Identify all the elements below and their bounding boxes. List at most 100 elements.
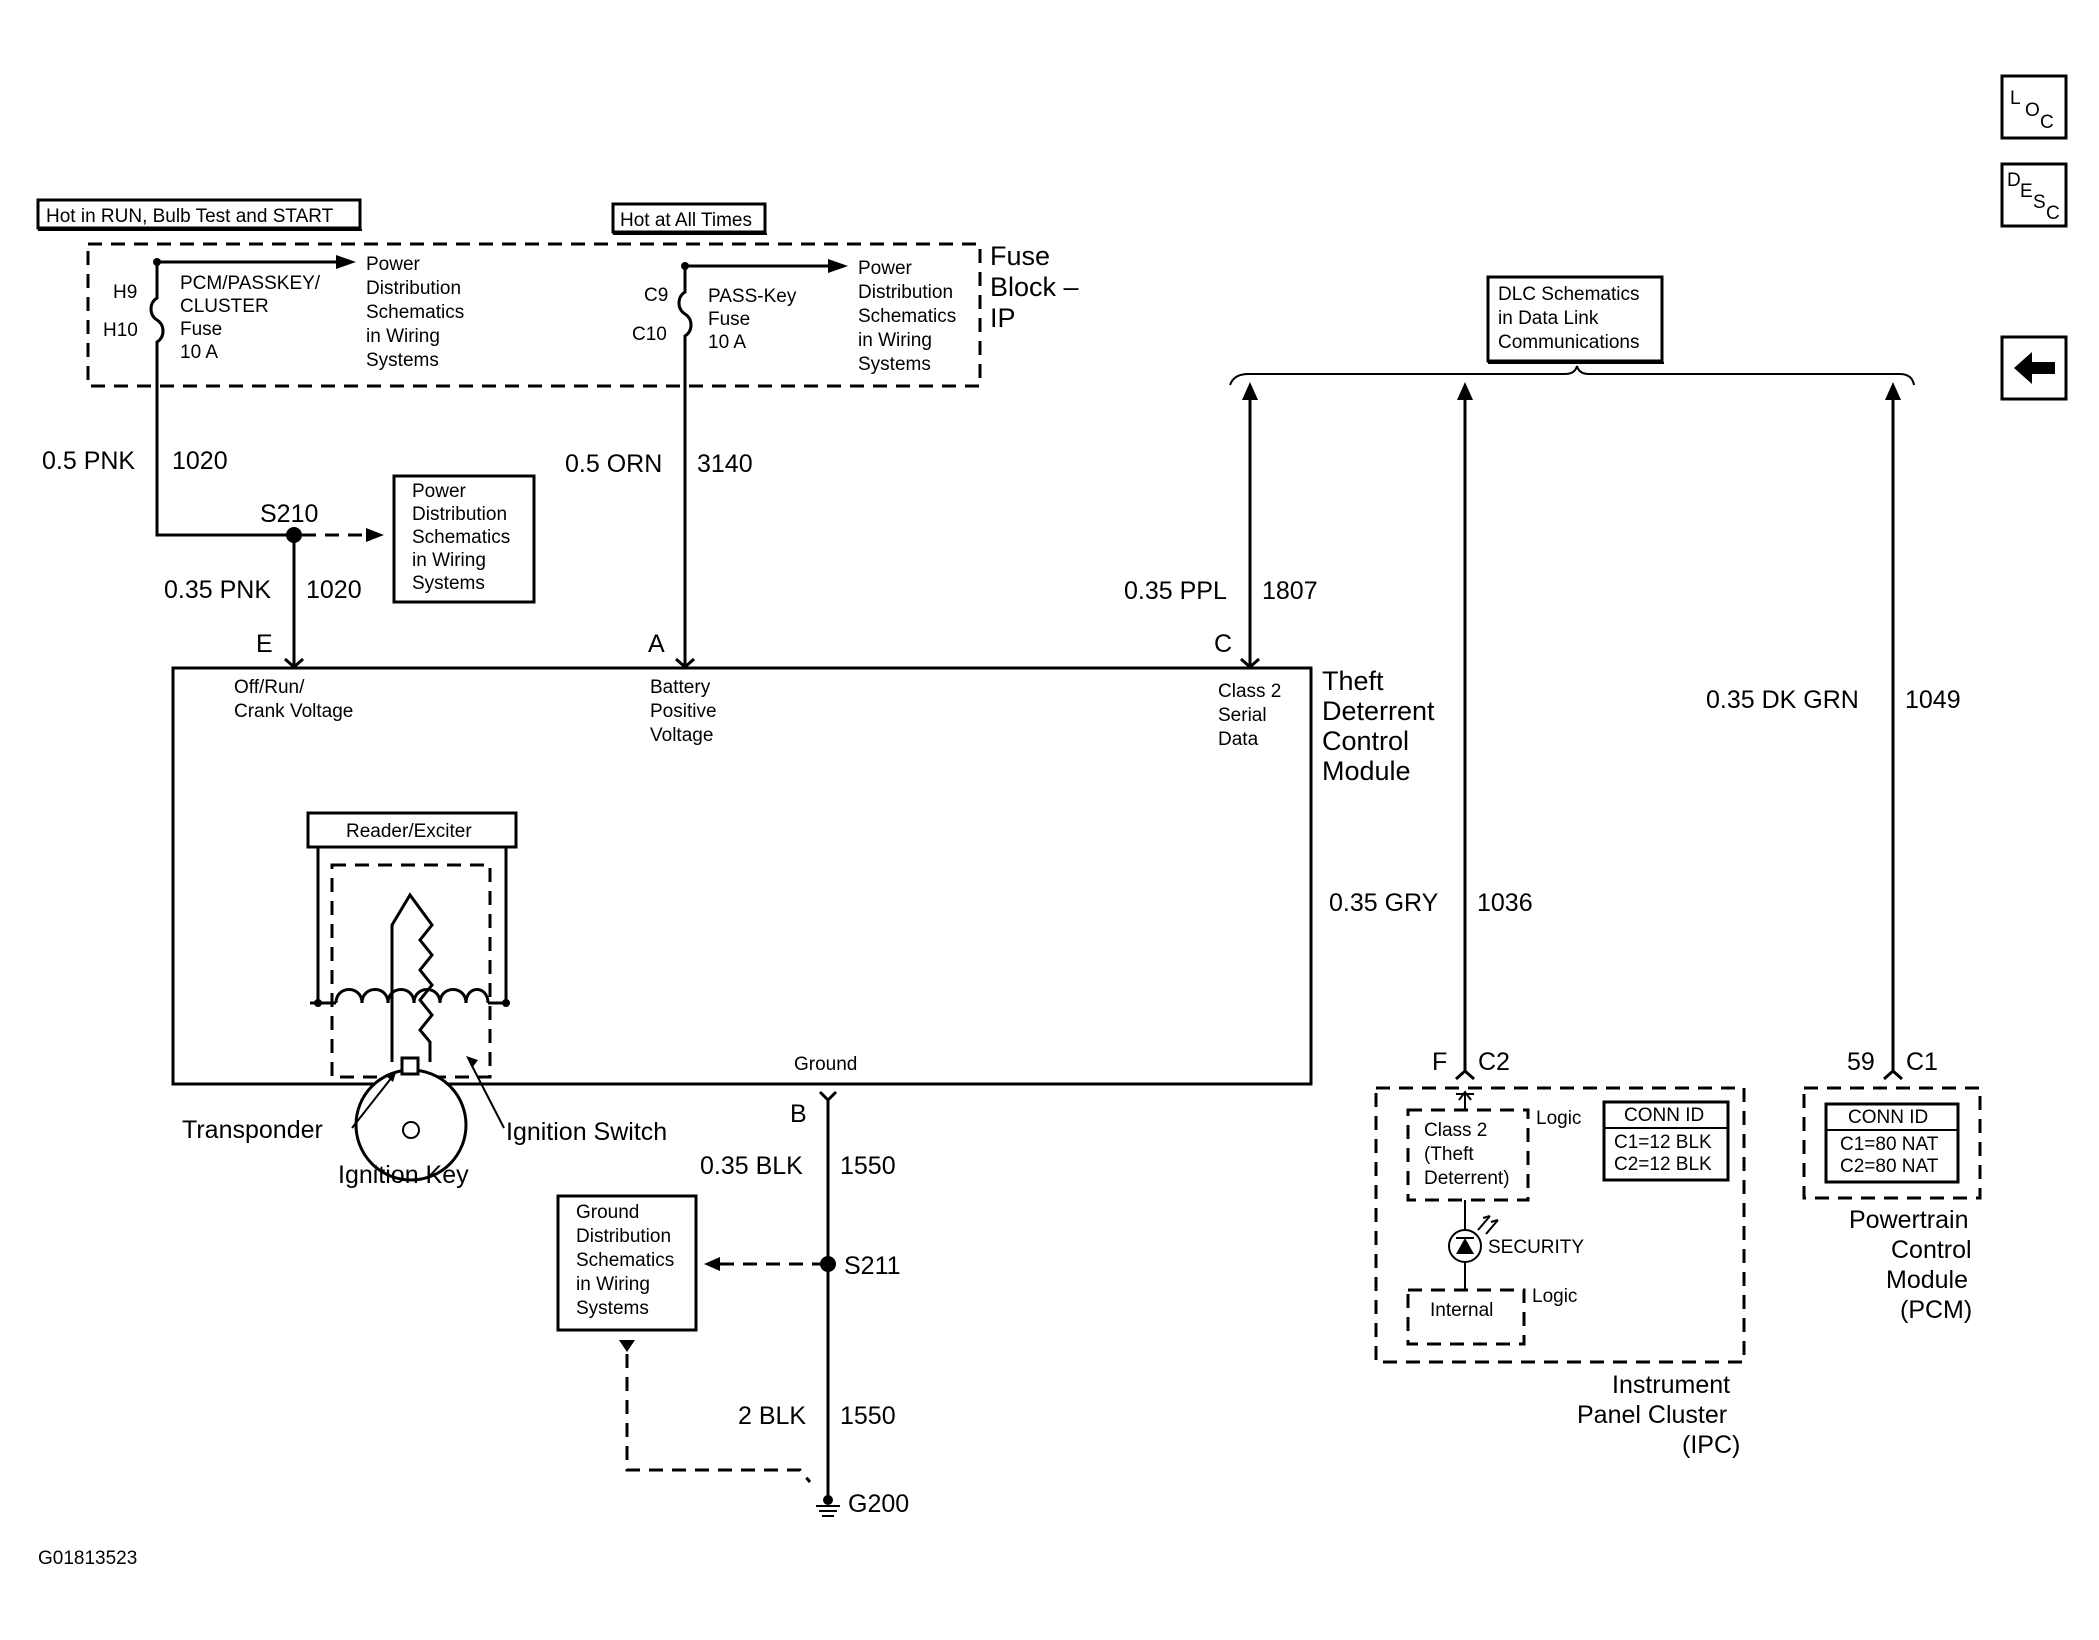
ignition-key xyxy=(354,892,468,1182)
module-ground-label: Ground xyxy=(794,1054,857,1075)
svg-text:Ground: Ground xyxy=(576,1202,639,1223)
desc-letter-e: E xyxy=(2020,181,2033,202)
pcm-conn-id: CONN ID C1=80 NAT C2=80 NAT xyxy=(1824,1102,1960,1184)
svg-text:(Theft: (Theft xyxy=(1424,1144,1474,1165)
svg-text:Control: Control xyxy=(1322,726,1409,756)
theft-deterrent-module xyxy=(171,666,1313,1086)
splice-s210-label: S210 xyxy=(260,500,318,528)
left-arrow-icon xyxy=(2014,352,2055,384)
wire-circuit-label: 1807 xyxy=(1262,577,1318,605)
arrow-down-icon xyxy=(619,1340,635,1352)
ignition-switch-label: Ignition Switch xyxy=(506,1118,667,1146)
splice-s211-label: S211 xyxy=(844,1252,901,1280)
ipc-logic-label: Logic xyxy=(1536,1108,1581,1129)
fuse-block-title: Fuse Block – IP xyxy=(990,241,1079,333)
svg-text:Deterrent: Deterrent xyxy=(1322,696,1435,726)
dlc-schematics-ref[interactable]: DLC Schematics in Data Link Communicatio… xyxy=(1486,275,1664,363)
hot-in-run-label: Hot in RUN, Bulb Test and START xyxy=(36,198,362,230)
svg-text:in Wiring: in Wiring xyxy=(366,326,440,347)
svg-text:C2=80 NAT: C2=80 NAT xyxy=(1840,1156,1939,1177)
wire-circuit-label: 1020 xyxy=(306,576,362,604)
svg-text:10 A: 10 A xyxy=(708,332,746,353)
svg-text:Fuse: Fuse xyxy=(708,309,750,330)
transponder-label: Transponder xyxy=(182,1116,323,1144)
fuse2-pin-c9: C9 xyxy=(644,285,668,306)
svg-text:Class 2: Class 2 xyxy=(1424,1120,1487,1141)
fuse1-pin-h9: H9 xyxy=(113,282,137,303)
svg-text:Block –: Block – xyxy=(990,272,1079,302)
pcm-title: Powertrain Control Module (PCM) xyxy=(1849,1206,1972,1324)
svg-text:Schematics: Schematics xyxy=(366,302,464,323)
power-distribution-ref-2[interactable]: Power Distribution Schematics in Wiring … xyxy=(858,258,956,375)
connector-pin-b xyxy=(818,1090,838,1103)
svg-text:Communications: Communications xyxy=(1498,332,1640,353)
back-button[interactable] xyxy=(2000,335,2068,401)
ground-g200-label: G200 xyxy=(848,1490,909,1518)
svg-text:Fuse: Fuse xyxy=(180,319,222,340)
svg-text:Battery: Battery xyxy=(650,677,711,698)
fuse2-label: PASS-Key Fuse 10 A xyxy=(708,286,797,353)
svg-text:Schematics: Schematics xyxy=(412,527,510,548)
svg-text:Serial: Serial xyxy=(1218,705,1267,726)
ignition-switch-leader xyxy=(469,1061,505,1129)
ipc-internal-logic: Internal xyxy=(1406,1288,1526,1346)
svg-text:in Wiring: in Wiring xyxy=(576,1274,650,1295)
wire-gauge-label: 0.35 GRY xyxy=(1329,889,1439,917)
reader-exciter: Reader/Exciter xyxy=(306,811,518,1079)
wire-gauge-label: 0.5 ORN xyxy=(565,450,662,478)
ignition-key-label: Ignition Key xyxy=(338,1161,469,1189)
loc-letter-c: C xyxy=(2040,112,2054,133)
pin-c-label: C xyxy=(1214,630,1232,658)
svg-text:Schematics: Schematics xyxy=(858,306,956,327)
arrow-left-icon xyxy=(704,1257,720,1271)
ipc-title: Instrument Panel Cluster (IPC) xyxy=(1577,1371,1740,1459)
svg-text:Powertrain: Powertrain xyxy=(1849,1206,1969,1234)
arrow-right-icon xyxy=(336,255,356,269)
wire-gauge-label: 0.35 BLK xyxy=(700,1152,803,1180)
desc-button[interactable]: D E S C xyxy=(2000,162,2068,228)
svg-text:Crank Voltage: Crank Voltage xyxy=(234,701,353,722)
svg-text:Data: Data xyxy=(1218,729,1259,750)
svg-text:PASS-Key: PASS-Key xyxy=(708,286,797,307)
connector-pin-59 xyxy=(1883,1068,1903,1081)
fuse-block-outline xyxy=(86,242,982,388)
svg-text:in Data Link: in Data Link xyxy=(1498,308,1599,329)
exciter-coil xyxy=(334,988,490,1004)
svg-text:DLC Schematics: DLC Schematics xyxy=(1498,284,1640,305)
arrow-right-icon xyxy=(828,259,848,273)
wire-circuit-label: 1049 xyxy=(1905,686,1961,714)
ground-distribution-ref[interactable]: Ground Distribution Schematics in Wiring… xyxy=(556,1194,698,1332)
wire-gauge-label: 0.35 DK GRN xyxy=(1706,686,1859,714)
svg-text:Voltage: Voltage xyxy=(650,725,713,746)
desc-letter-c: C xyxy=(2046,203,2060,224)
pin-e-label: E xyxy=(256,630,273,658)
pin-a-label: A xyxy=(648,630,665,658)
svg-text:Positive: Positive xyxy=(650,701,717,722)
arrow-up-icon xyxy=(1457,382,1473,400)
loc-button[interactable]: L O C xyxy=(2000,74,2068,140)
wire-circuit-label: 1020 xyxy=(172,447,228,475)
loc-letter-o: O xyxy=(2025,100,2040,121)
svg-text:(IPC): (IPC) xyxy=(1682,1431,1740,1459)
svg-text:Internal: Internal xyxy=(1430,1300,1493,1321)
svg-text:Distribution: Distribution xyxy=(576,1226,671,1247)
svg-text:Reader/Exciter: Reader/Exciter xyxy=(346,821,472,842)
svg-text:Theft: Theft xyxy=(1322,666,1384,696)
power-distribution-ref-1[interactable]: Power Distribution Schematics in Wiring … xyxy=(366,254,464,371)
svg-text:Distribution: Distribution xyxy=(412,504,507,525)
pin-c-description: Class 2 Serial Data xyxy=(1218,681,1281,750)
svg-text:Distribution: Distribution xyxy=(858,282,953,303)
wire-gauge-label: 2 BLK xyxy=(738,1402,806,1430)
svg-text:Deterrent): Deterrent) xyxy=(1424,1168,1510,1189)
svg-text:Class 2: Class 2 xyxy=(1218,681,1281,702)
svg-text:Off/Run/: Off/Run/ xyxy=(234,677,305,698)
svg-text:Hot at All Times: Hot at All Times xyxy=(620,210,752,231)
svg-text:Systems: Systems xyxy=(576,1298,649,1319)
svg-text:C2=12 BLK: C2=12 BLK xyxy=(1614,1154,1712,1175)
svg-text:CONN ID: CONN ID xyxy=(1848,1107,1928,1128)
s210-power-distribution-ref[interactable]: Power Distribution Schematics in Wiring … xyxy=(392,474,536,604)
svg-text:Power: Power xyxy=(366,254,421,275)
dlc-bus-bracket xyxy=(1229,365,1915,386)
